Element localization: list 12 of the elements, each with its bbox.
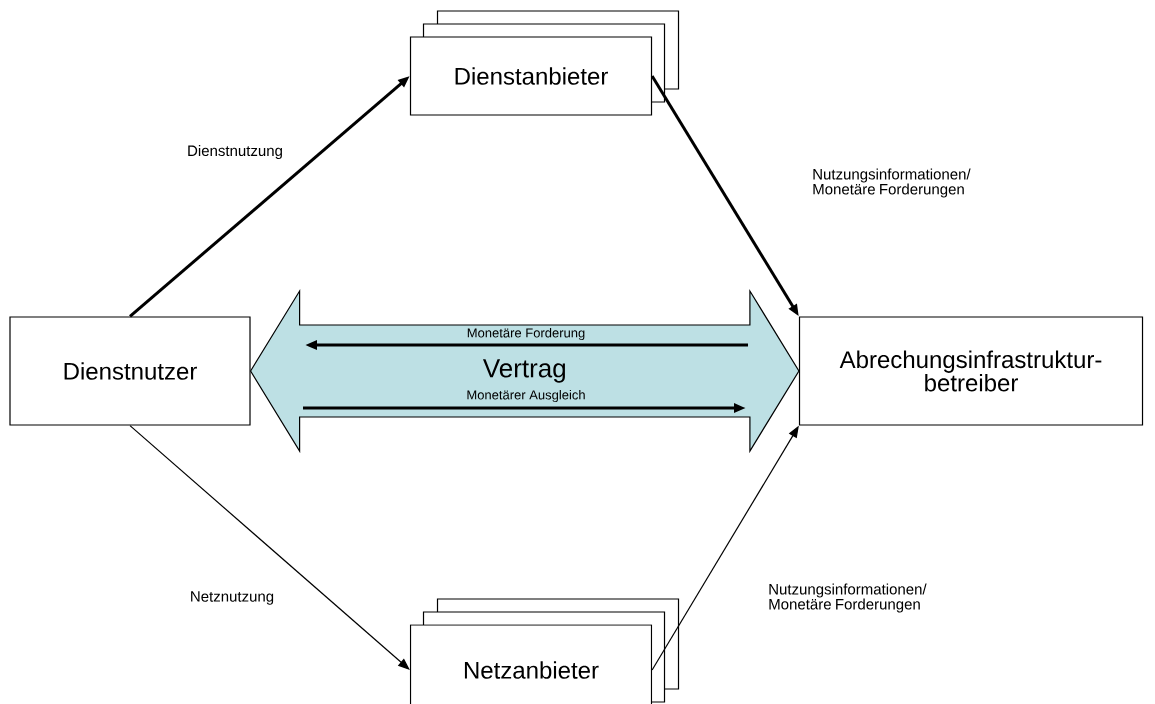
process-box: Dienstnutzer (9, 316, 251, 426)
arrow-label: Monetärer Ausgleich (467, 389, 585, 403)
edge-label: Dienstnutzung (188, 145, 282, 159)
stacked-box: Netzanbieter (409, 598, 680, 704)
stacked-box: Dienstanbieter (409, 10, 680, 116)
edge-label: Netznutzung (191, 591, 274, 605)
process-box: Abrechungsinfrastruktur- betreiber (798, 316, 1144, 426)
arrow-label: Monetäre Forderung (467, 327, 585, 341)
arrow (129, 425, 410, 670)
edge-label: Vertrag (482, 359, 565, 383)
edge-label: Nutzungsinformationen/ Monetäre Forderungen (769, 583, 927, 613)
edge-label: Nutzungsinformationen/ Monetäre Forderungen (813, 168, 971, 198)
